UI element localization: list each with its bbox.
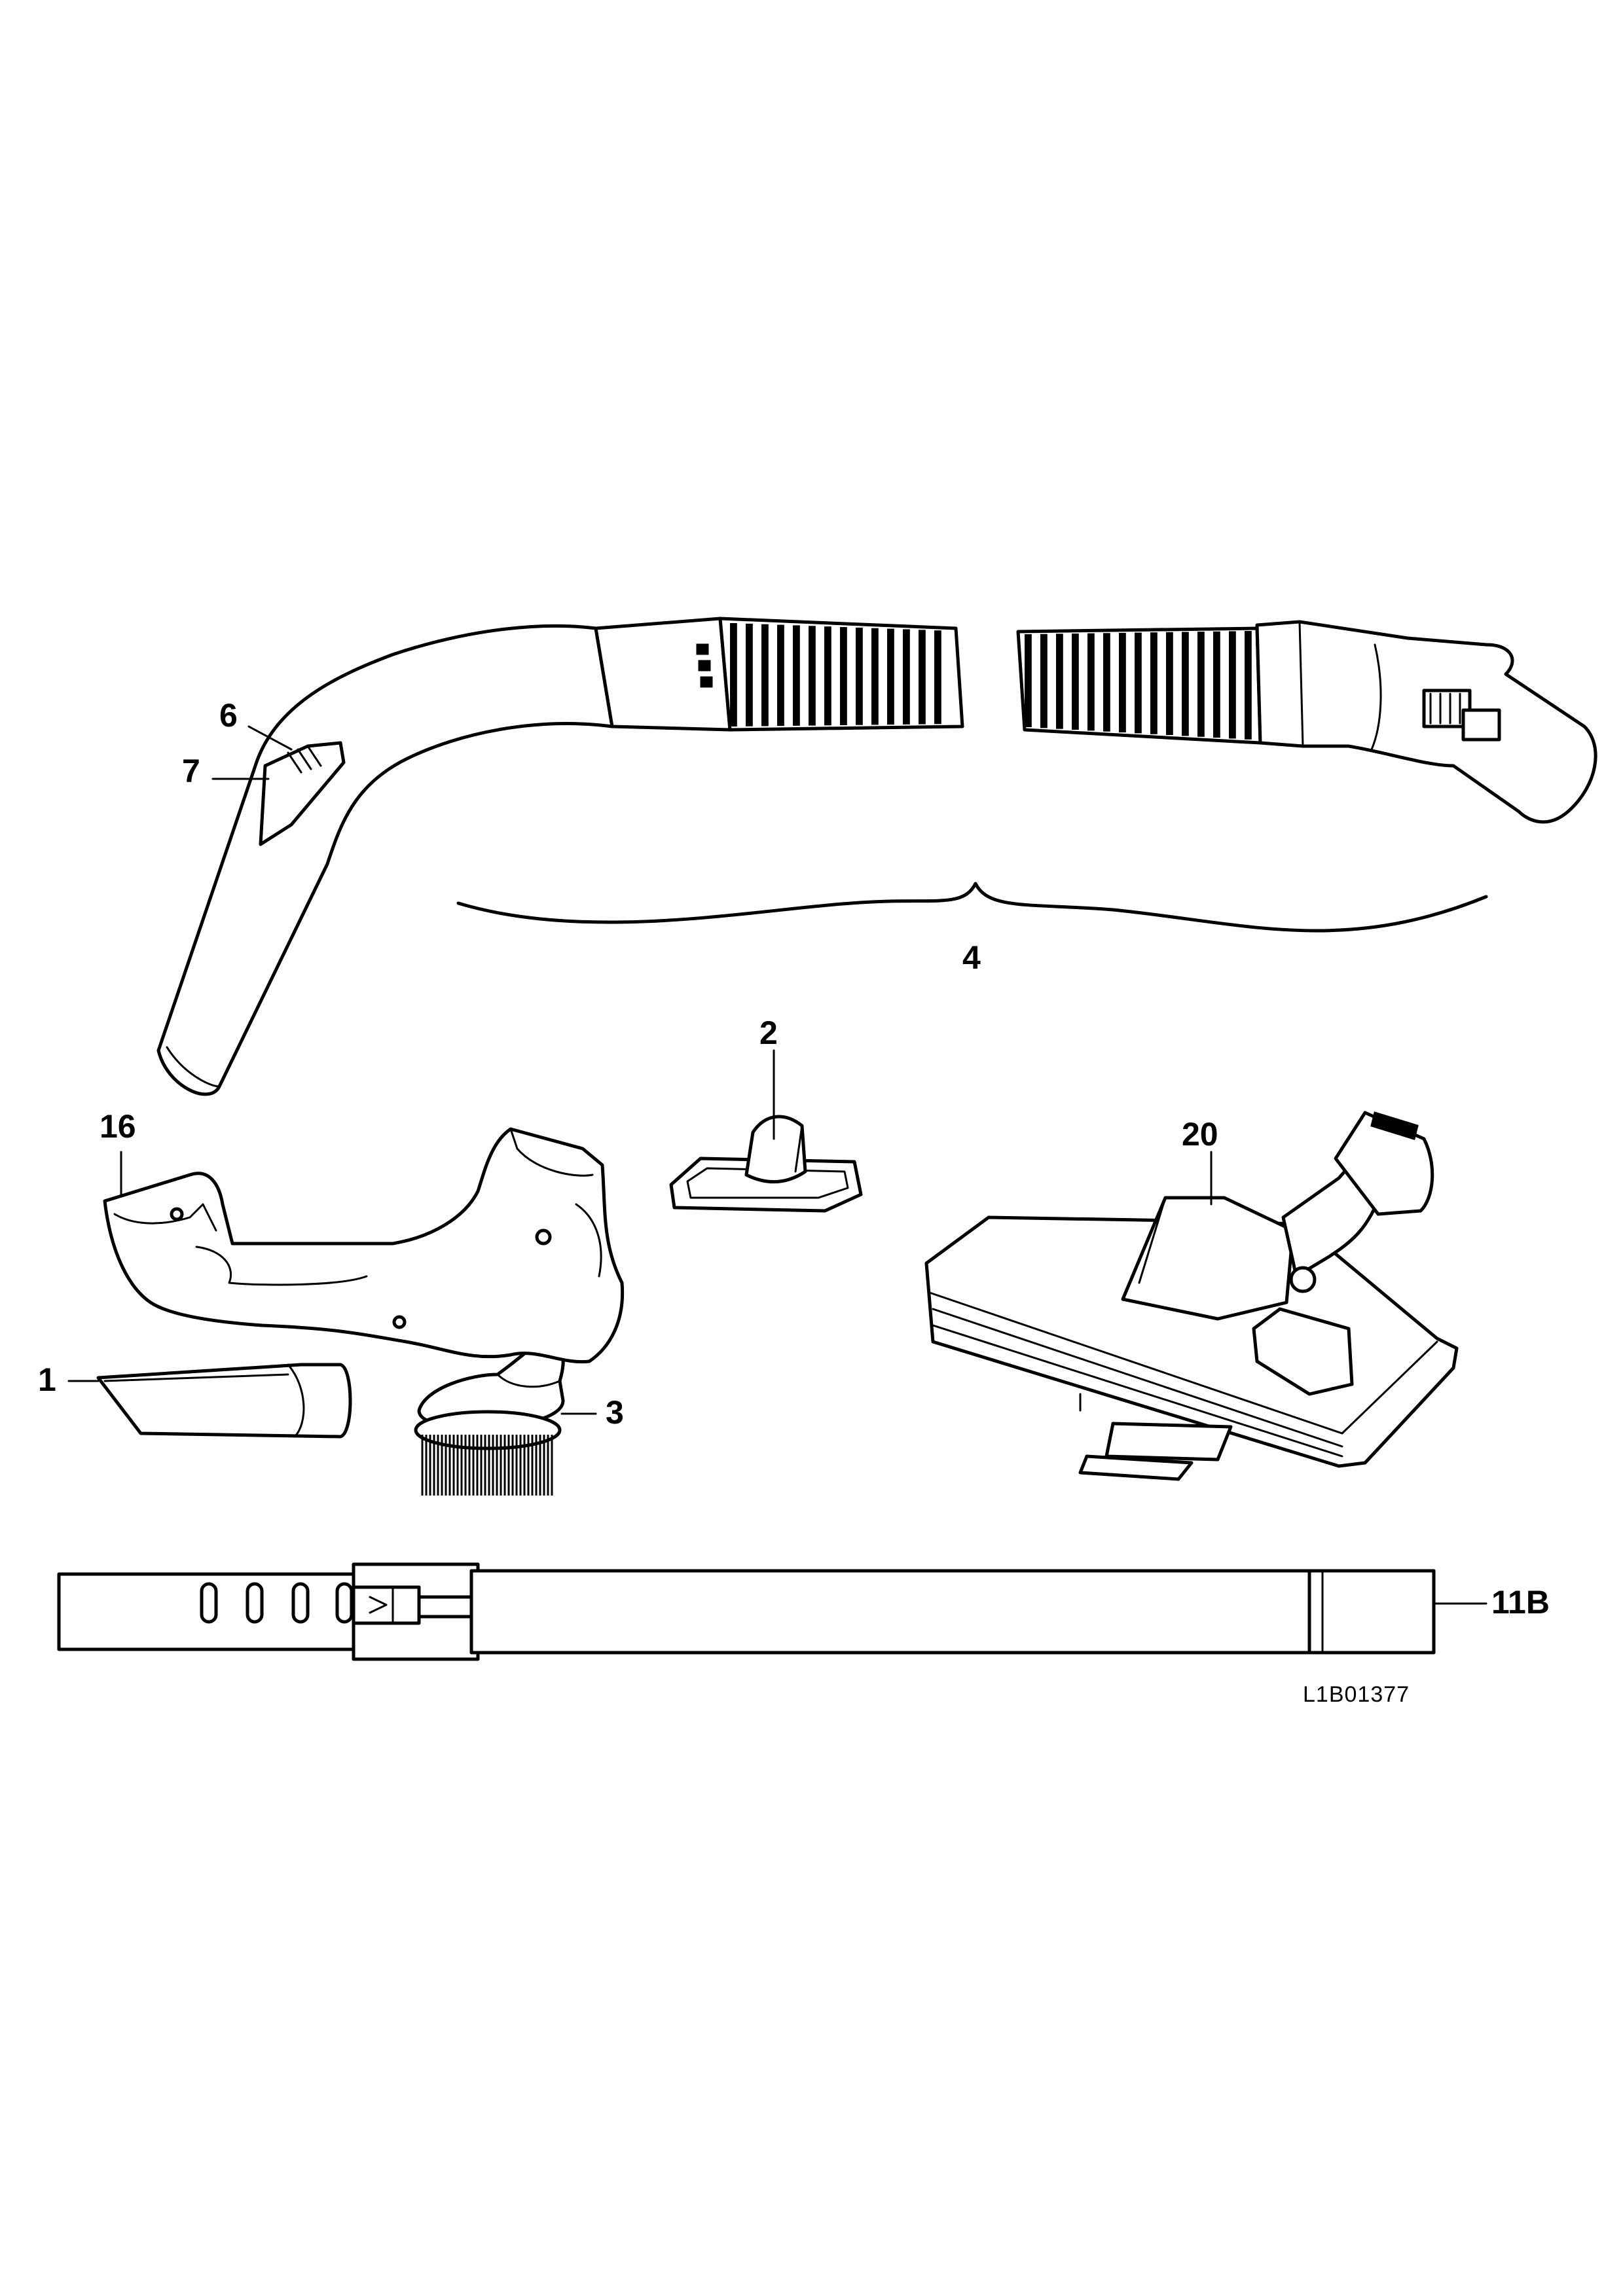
hose-rib [1072, 633, 1079, 730]
hose-ferrule-left [594, 617, 732, 732]
hose-rib [1166, 632, 1173, 736]
leader-6 [247, 725, 293, 751]
label-part-6: 6 [219, 697, 238, 734]
hose-rib [1197, 632, 1205, 737]
hose-assembly [156, 617, 1597, 1096]
hose-rib [1040, 634, 1048, 728]
hose-rib [1087, 633, 1095, 731]
hose-rib [903, 629, 910, 725]
hose-rib [840, 627, 847, 725]
label-part-1: 1 [38, 1361, 56, 1398]
floor-nozzle [924, 1111, 1459, 1481]
hose-rib [919, 630, 926, 725]
hose-rib [809, 626, 816, 726]
label-part-20: 20 [1182, 1116, 1218, 1153]
hose-rib [1245, 631, 1252, 740]
hose-rib [1135, 632, 1142, 734]
dusting-brush [414, 1336, 565, 1496]
tool-holder [103, 1127, 625, 1364]
label-part-7: 7 [182, 753, 200, 789]
hose-rib [730, 623, 737, 726]
label-part-16: 16 [100, 1108, 136, 1145]
label-part-2: 2 [759, 1014, 778, 1051]
hose-rib [887, 628, 894, 725]
hose-bracket [456, 882, 1488, 933]
label-part-3: 3 [606, 1394, 624, 1431]
label-part-11b: 11B [1491, 1584, 1550, 1621]
upholstery-nozzle [669, 1115, 863, 1213]
crevice-tool [96, 1363, 352, 1439]
hose-rib [1119, 632, 1126, 733]
hose-rib [761, 624, 769, 726]
hose-rib [746, 623, 753, 726]
hose-rib [1025, 634, 1032, 727]
hose-rib [1056, 634, 1063, 729]
hose-rib [1150, 632, 1158, 734]
hose-rib [1182, 632, 1189, 736]
hose-handle [156, 624, 614, 1096]
hose-rib [856, 627, 863, 725]
telescopic-tube [57, 1562, 1436, 1661]
hose-rib [793, 625, 800, 726]
hose-rib [777, 624, 784, 726]
label-part-4: 4 [962, 939, 981, 976]
drawing-code: L1B01377 [1303, 1682, 1410, 1707]
hose-rib [824, 626, 831, 726]
hose-rib [1103, 633, 1110, 732]
hose-rib [871, 628, 879, 725]
hose-rib [934, 630, 941, 725]
hose-rib [1229, 631, 1236, 739]
hose-rib [1213, 631, 1220, 738]
